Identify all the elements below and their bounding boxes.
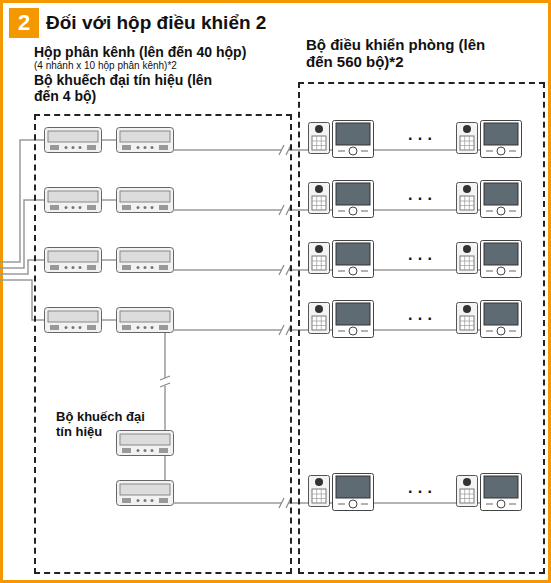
sub-text: Bộ khuếch đại tín hiệu (lên đến 4 bộ) bbox=[34, 72, 234, 104]
amplifier-label: Bộ khuếch đại tín hiệu bbox=[56, 410, 156, 440]
dashed-boundary bbox=[34, 114, 292, 574]
heading-text: Bộ điều khiển phòng (lên đến 560 bộ)*2 bbox=[298, 36, 496, 71]
ellipsis: · · · bbox=[408, 483, 433, 501]
number-badge: 2 bbox=[9, 8, 39, 38]
dashed-boundary bbox=[298, 82, 545, 574]
ellipsis: · · · bbox=[408, 190, 433, 208]
ellipsis: · · · bbox=[408, 130, 433, 148]
heading-text: Hộp phân kênh (lên đến 40 hộp) bbox=[34, 44, 284, 60]
heading-text: 2 bbox=[18, 10, 30, 35]
ellipsis: · · · bbox=[408, 250, 433, 268]
diagram-title: Đối với hộp điều khiển 2 bbox=[46, 12, 266, 34]
splitter-region: Hộp phân kênh (lên đến 40 hộp)(4 nhánh x… bbox=[34, 44, 292, 574]
ellipsis: · · · bbox=[408, 310, 433, 328]
sub-text: (4 nhánh x 10 hộp phân kênh)*2 bbox=[34, 60, 284, 72]
